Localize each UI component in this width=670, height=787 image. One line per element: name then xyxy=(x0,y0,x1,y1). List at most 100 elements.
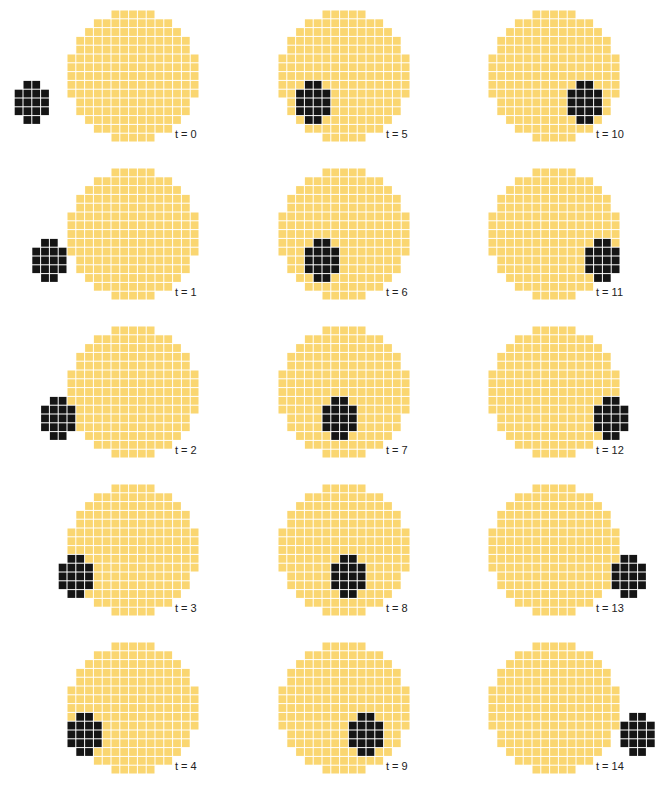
planet-pixel xyxy=(314,107,322,115)
star-pixel xyxy=(296,72,304,80)
star-pixel xyxy=(120,177,128,185)
star-pixel xyxy=(594,116,602,124)
star-pixel xyxy=(375,423,383,431)
star-pixel xyxy=(612,72,620,80)
star-pixel xyxy=(112,186,120,194)
star-pixel xyxy=(314,19,322,27)
star-pixel xyxy=(384,371,392,379)
planet-pixel xyxy=(85,748,93,756)
star-pixel xyxy=(112,327,120,335)
star-pixel xyxy=(156,432,164,440)
star-pixel xyxy=(296,116,304,124)
star-pixel xyxy=(375,757,383,765)
star-pixel xyxy=(94,344,102,352)
star-pixel xyxy=(515,63,523,71)
star-pixel xyxy=(164,265,172,273)
star-pixel xyxy=(94,379,102,387)
star-pixel xyxy=(182,107,190,115)
star-pixel xyxy=(340,722,348,730)
star-pixel xyxy=(375,230,383,238)
star-pixel xyxy=(384,379,392,387)
star-pixel xyxy=(76,678,84,686)
star-pixel xyxy=(85,432,93,440)
star-pixel xyxy=(287,529,295,537)
star-pixel xyxy=(164,257,172,265)
star-pixel xyxy=(120,590,128,598)
star-pixel xyxy=(279,388,287,396)
star-pixel xyxy=(279,55,287,63)
star-pixel xyxy=(314,687,322,695)
star-pixel xyxy=(120,72,128,80)
star-pixel xyxy=(296,713,304,721)
star-pixel xyxy=(331,529,339,537)
star-pixel xyxy=(129,55,137,63)
star-pixel xyxy=(191,564,199,572)
star-pixel xyxy=(76,511,84,519)
star-pixel xyxy=(138,406,146,414)
star-pixel xyxy=(524,125,532,133)
star-pixel xyxy=(103,248,111,256)
star-pixel xyxy=(287,564,295,572)
star-pixel xyxy=(191,230,199,238)
star-pixel xyxy=(94,213,102,221)
star-pixel xyxy=(76,415,84,423)
star-pixel xyxy=(156,757,164,765)
star-pixel xyxy=(103,397,111,405)
star-pixel xyxy=(129,11,137,19)
star-pixel xyxy=(138,19,146,27)
star-pixel xyxy=(112,581,120,589)
star-pixel xyxy=(287,695,295,703)
star-pixel xyxy=(367,265,375,273)
star-pixel xyxy=(112,125,120,133)
star-pixel xyxy=(550,134,558,142)
star-pixel xyxy=(120,265,128,273)
star-pixel xyxy=(331,388,339,396)
star-pixel xyxy=(612,55,620,63)
star-pixel xyxy=(112,748,120,756)
star-pixel xyxy=(594,46,602,54)
planet-pixel xyxy=(323,99,331,107)
star-pixel xyxy=(76,379,84,387)
star-pixel xyxy=(296,722,304,730)
star-pixel xyxy=(156,283,164,291)
star-pixel xyxy=(287,722,295,730)
star-pixel xyxy=(287,423,295,431)
star-pixel xyxy=(323,573,331,581)
star-pixel xyxy=(314,177,322,185)
star-pixel xyxy=(393,107,401,115)
star-pixel xyxy=(506,81,514,89)
star-pixel xyxy=(375,239,383,247)
star-pixel xyxy=(524,63,532,71)
star-pixel xyxy=(112,608,120,616)
planet-pixel xyxy=(349,739,357,747)
star-pixel xyxy=(384,529,392,537)
star-pixel xyxy=(393,581,401,589)
transit-panel xyxy=(15,11,199,142)
star-pixel xyxy=(76,669,84,677)
star-pixel xyxy=(393,546,401,554)
star-pixel xyxy=(305,415,313,423)
star-pixel xyxy=(375,195,383,203)
star-pixel xyxy=(94,493,102,501)
star-pixel xyxy=(164,186,172,194)
star-pixel xyxy=(103,46,111,54)
star-pixel xyxy=(323,362,331,370)
star-pixel xyxy=(182,564,190,572)
star-pixel xyxy=(94,230,102,238)
star-pixel xyxy=(367,55,375,63)
star-pixel xyxy=(191,63,199,71)
star-pixel xyxy=(68,81,76,89)
star-pixel xyxy=(594,37,602,45)
star-pixel xyxy=(112,643,120,651)
star-pixel xyxy=(367,388,375,396)
star-pixel xyxy=(384,388,392,396)
star-pixel xyxy=(314,748,322,756)
star-pixel xyxy=(393,573,401,581)
star-pixel xyxy=(112,19,120,27)
planet-pixel xyxy=(323,90,331,98)
star-pixel xyxy=(173,362,181,370)
star-pixel xyxy=(367,704,375,712)
star-pixel xyxy=(112,511,120,519)
star-pixel xyxy=(367,283,375,291)
star-pixel xyxy=(331,371,339,379)
